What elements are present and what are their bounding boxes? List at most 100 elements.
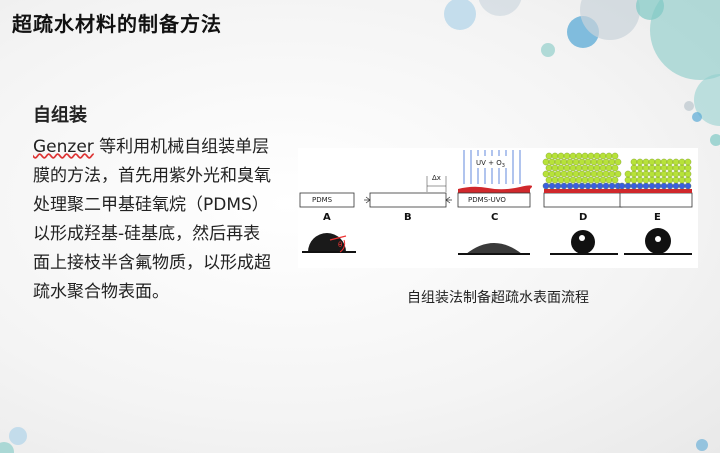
grafted-sphere [660,176,668,184]
droplet-d [571,230,595,254]
grafted-sphere [678,164,686,172]
grafted-sphere [554,158,562,166]
grafted-sphere [566,170,574,178]
grafted-sphere [542,158,550,166]
grafted-sphere [542,182,550,190]
grafted-sphere [557,152,565,160]
grafted-sphere [648,164,656,172]
grafted-sphere [630,158,638,166]
grafted-sphere [581,176,589,184]
grafted-sphere [654,164,662,172]
grafted-sphere [654,182,662,190]
grafted-sphere [672,158,680,166]
grafted-sphere [599,152,607,160]
section-heading: 自组装 [33,105,87,126]
grafted-sphere [563,152,571,160]
grafted-sphere [575,164,583,172]
grafted-sphere [611,152,619,160]
grafted-sphere [614,158,622,166]
process-figure: PDMS A θ Δx B UV + O3 PDMS-UVO C D E [298,148,698,268]
pdms-strip-b [369,192,447,208]
theta-label: θ [338,241,342,249]
grafted-sphere [560,170,568,178]
grafted-sphere [648,158,656,166]
grafted-sphere [654,176,662,184]
grafted-sphere [554,182,562,190]
grafted-sphere [636,164,644,172]
slide-title: 超疏水材料的制备方法 [12,12,222,36]
grafted-sphere [569,152,577,160]
grafted-sphere [678,176,686,184]
grafted-sphere [551,176,559,184]
grafted-sphere [602,182,610,190]
grafted-sphere [545,176,553,184]
grafted-sphere [590,158,598,166]
grafted-sphere [660,158,668,166]
grafted-sphere [605,152,613,160]
grafted-sphere [584,170,592,178]
grafted-sphere [678,158,686,166]
grafted-sphere [624,176,632,184]
grafted-sphere [684,164,692,172]
uvo-layer [458,185,533,193]
grafted-sphere [654,170,662,178]
grafted-sphere [630,176,638,184]
grafted-sphere [684,170,692,178]
grafted-sphere [672,182,680,190]
grafted-sphere [587,164,595,172]
grafted-sphere [542,170,550,178]
grafted-sphere [666,164,674,172]
grafted-sphere [569,176,577,184]
grafted-sphere [642,176,650,184]
grafted-sphere [666,158,674,166]
grafted-sphere [563,176,571,184]
panel-letter-a: A [323,212,331,223]
grafted-sphere [563,164,571,172]
grafted-sphere [678,182,686,190]
dx-label: Δx [432,174,441,182]
pdms-strip-c [457,192,531,208]
grafted-sphere [642,170,650,178]
grafted-sphere [548,182,556,190]
grafted-sphere [584,182,592,190]
grafted-sphere [557,164,565,172]
grafted-sphere [678,170,686,178]
grafted-sphere [578,182,586,190]
substrate-e [619,192,693,208]
grafted-sphere [560,182,568,190]
grafted-sphere [654,158,662,166]
grafted-sphere [560,158,568,166]
grafted-sphere [605,176,613,184]
grafted-sphere [642,164,650,172]
grafted-sphere [593,152,601,160]
grafted-sphere [575,176,583,184]
grafted-sphere [608,182,616,190]
grafted-sphere [566,158,574,166]
grafted-sphere [618,182,626,190]
grafted-sphere [636,158,644,166]
panel-letter-d: D [579,212,587,223]
panel-letter-e: E [654,212,661,223]
uv-label: UV + O3 [476,159,505,169]
grafted-spheres-e [618,158,692,190]
grafted-sphere [648,176,656,184]
grafted-sphere [581,152,589,160]
grafted-sphere [624,182,632,190]
grafted-sphere [605,164,613,172]
panel-letter-b: B [404,212,412,223]
grafted-sphere [587,152,595,160]
grafted-sphere [648,170,656,178]
grafted-sphere [630,182,638,190]
grafted-sphere [545,152,553,160]
grafted-sphere [608,158,616,166]
grafted-sphere [672,176,680,184]
grafted-sphere [596,182,604,190]
grafted-sphere [630,164,638,172]
grafted-sphere [545,164,553,172]
grafted-sphere [624,170,632,178]
grafted-sphere [599,164,607,172]
grafted-sphere [575,152,583,160]
droplet-a [308,232,346,252]
grafted-sphere [666,170,674,178]
grafted-sphere [660,170,668,178]
